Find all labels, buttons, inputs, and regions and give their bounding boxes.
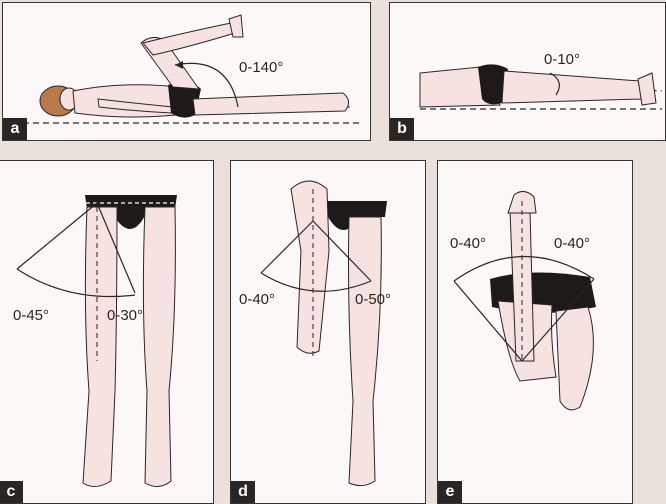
panel-a-hip-flexion: 0-140° a <box>2 2 371 141</box>
panel-b-hip-extension: 0-10° b <box>389 2 666 141</box>
panel-e-rotation-prone: 0-40° 0-40° e <box>437 160 633 504</box>
angle-label-rotation-left: 0-40° <box>239 291 275 308</box>
panel-d-rotation-standing: 0-40° 0-50° d <box>230 160 426 504</box>
panel-letter-a: a <box>3 118 27 140</box>
angle-label-extension: 0-10° <box>544 51 580 68</box>
figure-prone-bent-knee <box>438 161 632 503</box>
angle-label-abduction: 0-45° <box>13 307 49 324</box>
angle-label-adduction: 0-30° <box>107 307 143 324</box>
angle-label-prone-right: 0-40° <box>554 235 590 252</box>
angle-label-prone-left: 0-40° <box>450 235 486 252</box>
figure-supine-leg-raise <box>3 3 370 140</box>
angle-label-flexion: 0-140° <box>239 59 283 76</box>
figure-standing-legs <box>0 161 213 503</box>
panel-letter-b: b <box>390 118 414 140</box>
angle-label-rotation-right: 0-50° <box>355 291 391 308</box>
panel-c-abduction-adduction: 0-45° 0-30° c <box>0 160 214 504</box>
figure-bent-knee-standing <box>231 161 425 503</box>
figure-prone-leg-lift <box>390 3 665 140</box>
